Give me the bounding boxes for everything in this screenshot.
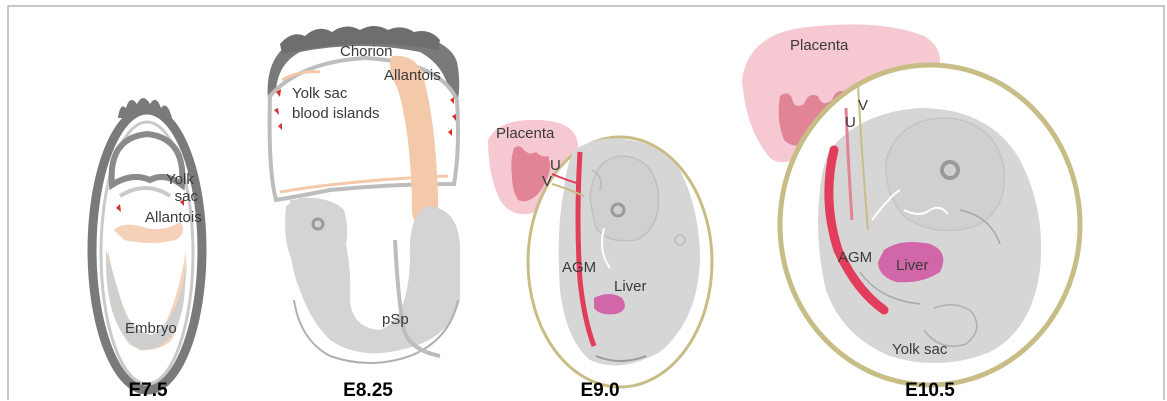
label-placenta-e90: Placenta (496, 125, 555, 142)
panel-e9-0: Placenta U V AGM Liver E9.0 (488, 120, 712, 401)
label-yolk-sac-e105: Yolk sac (892, 341, 948, 358)
label-v-e105: V (858, 97, 868, 114)
panel-e7-5: Yolk sac Allantois Embryo E7.5 (92, 98, 202, 401)
stage-label-e10-5: E10.5 (905, 380, 955, 401)
embryo-head-e90 (590, 156, 659, 241)
label-liver-e105: Liver (896, 257, 929, 274)
label-v-e90: V (542, 173, 552, 190)
stage-label-e9-0: E9.0 (580, 380, 619, 401)
panel-e10-5: Placenta U V AGM Liver Yolk sac E10.5 (742, 24, 1080, 401)
label-chorion: Chorion (340, 43, 393, 60)
label-agm-e90: AGM (562, 259, 596, 276)
label-placenta-e105: Placenta (790, 37, 849, 54)
label-u-e90: U (550, 157, 561, 174)
label-agm-e105: AGM (838, 249, 872, 266)
stage-label-e7-5: E7.5 (128, 380, 168, 401)
label-u-e105: U (845, 114, 856, 131)
label-allantois-e75: Allantois (145, 209, 202, 226)
embryo-head-e825 (285, 198, 347, 270)
label-liver-e90: Liver (614, 278, 647, 295)
liver-e90 (594, 294, 625, 314)
label-embryo-e75: Embryo (125, 320, 177, 337)
panel-e8-25: Chorion Allantois Yolk sac blood islands… (268, 26, 460, 401)
label-allantois-e825: Allantois (384, 67, 441, 84)
stage-label-e8-25: E8.25 (343, 380, 393, 401)
label-psp: pSp (382, 311, 409, 328)
